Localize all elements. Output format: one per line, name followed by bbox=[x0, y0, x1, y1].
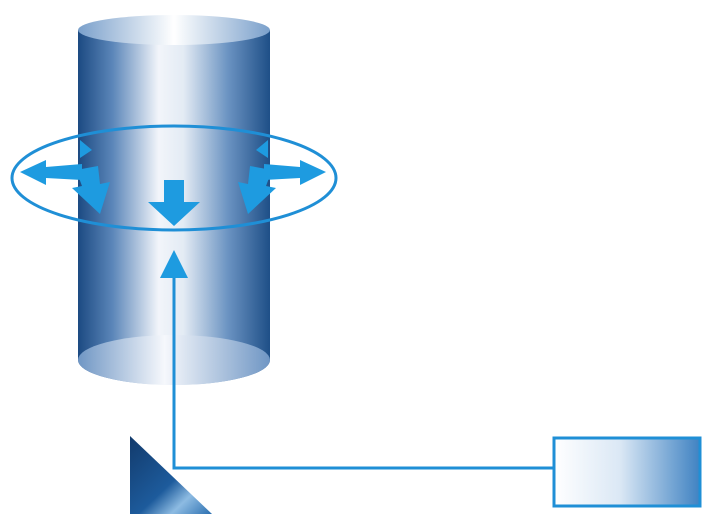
arrow-outward-right-icon bbox=[264, 160, 326, 185]
cylinder-top-cap bbox=[78, 15, 270, 45]
arrow-inward-bottom-center-icon bbox=[148, 180, 200, 226]
arrow-inward-bottom-left-icon bbox=[72, 166, 110, 214]
prism-icon bbox=[130, 436, 212, 514]
ring-ellipse-icon bbox=[10, 124, 338, 232]
arrow-tip-top-left-icon bbox=[80, 140, 92, 158]
arrow-inward-bottom-right-icon bbox=[238, 166, 276, 214]
beam-line bbox=[172, 278, 554, 470]
arrow-tip-top-right-icon bbox=[256, 140, 268, 158]
arrow-outward-left-icon bbox=[20, 160, 82, 185]
beam-path bbox=[160, 250, 554, 470]
radial-arrows bbox=[20, 140, 326, 226]
beam-arrowhead-up-icon bbox=[160, 250, 188, 278]
source-box-icon bbox=[552, 436, 702, 508]
